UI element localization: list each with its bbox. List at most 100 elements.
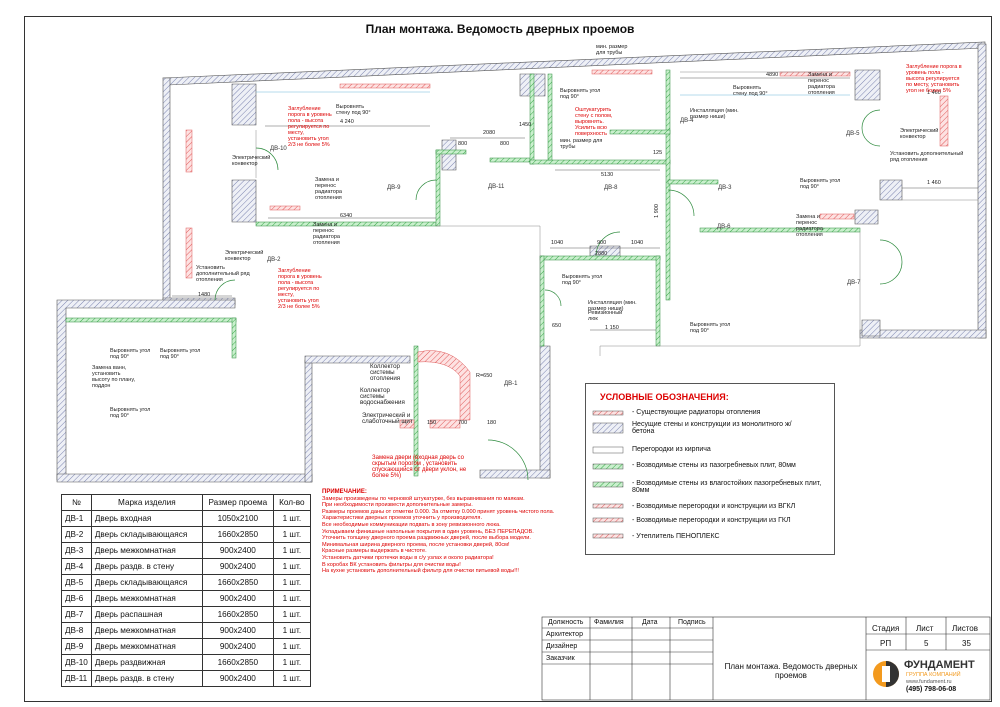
tb-role-header: Должность (548, 619, 584, 626)
table-cell: 1 шт. (272, 574, 311, 591)
label: Замена и перенос радиатора отопления (315, 177, 342, 201)
table-cell: 1660x2850 (201, 654, 274, 671)
table-cell: 900x2400 (201, 542, 274, 559)
table-cell: 1050x2100 (201, 510, 274, 527)
tb-designer: Дизайнер (546, 643, 578, 650)
table-header-row: № Марка изделия Размер проема Кол-во (61, 494, 311, 511)
label: Установить дополнительный ряд отопления (890, 151, 964, 163)
tb-name-header: Фамилия (594, 619, 624, 626)
door-tag-dv5: ДВ-5 (846, 131, 860, 137)
label: Коллектор системы отопления (370, 363, 401, 382)
notes-block: ПРИМЕЧАНИЕ: Замеры произведены по чернов… (322, 489, 584, 575)
label: R=650 (476, 373, 493, 379)
label: Электрический и слаботочный щит (362, 412, 413, 425)
table-cell: 1 шт. (272, 606, 311, 623)
tb-stage-header: Стадия (872, 624, 900, 633)
door-tag-dv4: ДВ-4 (680, 118, 694, 124)
dim: 1 900 (653, 204, 660, 218)
door-tag-dv2: ДВ-2 (267, 257, 281, 263)
table-cell: Дверь межкомнатная (90, 622, 203, 639)
tb-architect: Архитектор (546, 631, 583, 638)
label: Заглубление порога в уровень пола - высо… (288, 106, 332, 148)
table-cell: 900x2400 (201, 590, 274, 607)
label: Выровнять угол под 90° (800, 178, 841, 190)
note-line: В коробах ВК установить фильтры для очис… (322, 561, 461, 568)
legend-item: - Возводимые перегородки и конструкции и… (632, 517, 791, 524)
tb-doc-title: План монтажа. Ведомость дверных проемов (724, 662, 858, 680)
legend-title: УСЛОВНЫЕ ОБОЗНАЧЕНИЯ: (600, 392, 729, 402)
label: Замена и перенос радиатора отопления (796, 214, 823, 238)
table-cell: ДВ-8 (61, 622, 92, 639)
table-cell: 1 шт. (272, 622, 311, 639)
door-tag-dv9: ДВ-9 (387, 185, 401, 191)
label: Ревизионный люк (588, 310, 623, 322)
table-cell: Дверь входная (90, 510, 203, 527)
dim: 650 (552, 323, 562, 329)
label: Электрический конвектор (225, 250, 264, 262)
note-line: При необходимости произвести дополнитель… (322, 502, 473, 509)
label: Замена и перенос радиатора отопления (808, 72, 835, 96)
col-header: Марка изделия (90, 494, 203, 511)
door-tag-dv7: ДВ-7 (847, 280, 861, 286)
tb-date-header: Дата (642, 619, 658, 626)
col-header: № (61, 494, 92, 511)
dim: 1480 (198, 292, 211, 298)
legend-item: - Возводимые стены из пазогребневых плит… (632, 462, 796, 469)
tb-phone: (495) 798-06-08 (906, 686, 957, 693)
dim: 1040 (551, 240, 564, 246)
table-cell: Дверь межкомнатная (90, 590, 203, 607)
table-cell: ДВ-7 (61, 606, 92, 623)
tb-company-sub: ГРУППА КОМПАНИЙ (906, 672, 961, 678)
dim: 1040 (631, 240, 644, 246)
door-schedule-table: № Марка изделия Размер проема Кол-во ДВ-… (61, 494, 311, 687)
table-cell: Дверь межкомнатная (90, 542, 203, 559)
table-cell: 1660x2850 (201, 574, 274, 591)
label: Выровнять угол под 90° (160, 348, 201, 360)
note-line: Минимальная ширина дверного проема, посл… (322, 541, 510, 548)
level-lines (256, 91, 850, 96)
tb-sheets: 35 (962, 639, 971, 648)
legend-item: Несущие стены и конструкции из монолитно… (632, 421, 792, 435)
label: Замена ванн, установить высоту по плану,… (92, 365, 136, 389)
table-cell: ДВ-5 (61, 574, 92, 591)
tb-sheet: 5 (924, 639, 929, 648)
note-line: Уточнить толщину дверного проема раздвиж… (322, 535, 531, 542)
label: Выровнять угол под 90° (562, 274, 603, 286)
label: Электрический конвектор (232, 155, 271, 167)
table-cell: 1 шт. (272, 558, 311, 575)
note-line: Красные размеры выдержать в чистоте. (322, 548, 427, 555)
table-cell: 900x2400 (201, 558, 274, 575)
dim: 125 (653, 150, 663, 156)
table-cell: 1 шт. (272, 542, 311, 559)
door-swings (214, 109, 903, 481)
door-tag-dv3: ДВ-3 (718, 185, 732, 191)
dim: 1 460 (927, 90, 941, 96)
partitions (65, 69, 861, 477)
label: Коллектор системы водоснабжения (360, 387, 405, 406)
tb-company: ФУНДАМЕНТ (904, 659, 975, 671)
legend-swatches (592, 410, 624, 539)
page-title: План монтажа. Ведомость дверных проемов (365, 22, 635, 36)
label: Выровнять угол под 90° (110, 348, 151, 360)
table-cell: ДВ-6 (61, 590, 92, 607)
door-tag-dv10: ДВ-10 (270, 146, 287, 152)
table-cell: ДВ-4 (61, 558, 92, 575)
table-cell: 900x2400 (201, 670, 274, 687)
dim: 800 (458, 141, 468, 147)
door-tag-dv8: ДВ-8 (604, 185, 618, 191)
table-cell: Дверь складывающаяся (90, 526, 203, 543)
table-cell: Дверь распашная (90, 606, 203, 623)
dim: 700 (458, 420, 468, 426)
tb-site: www.fundament.ru (906, 679, 952, 685)
label: Заглубление порога в уровень пола - высо… (906, 64, 962, 94)
table-cell: 900x2400 (201, 638, 274, 655)
notes-title: ПРИМЕЧАНИЕ: (322, 489, 367, 495)
